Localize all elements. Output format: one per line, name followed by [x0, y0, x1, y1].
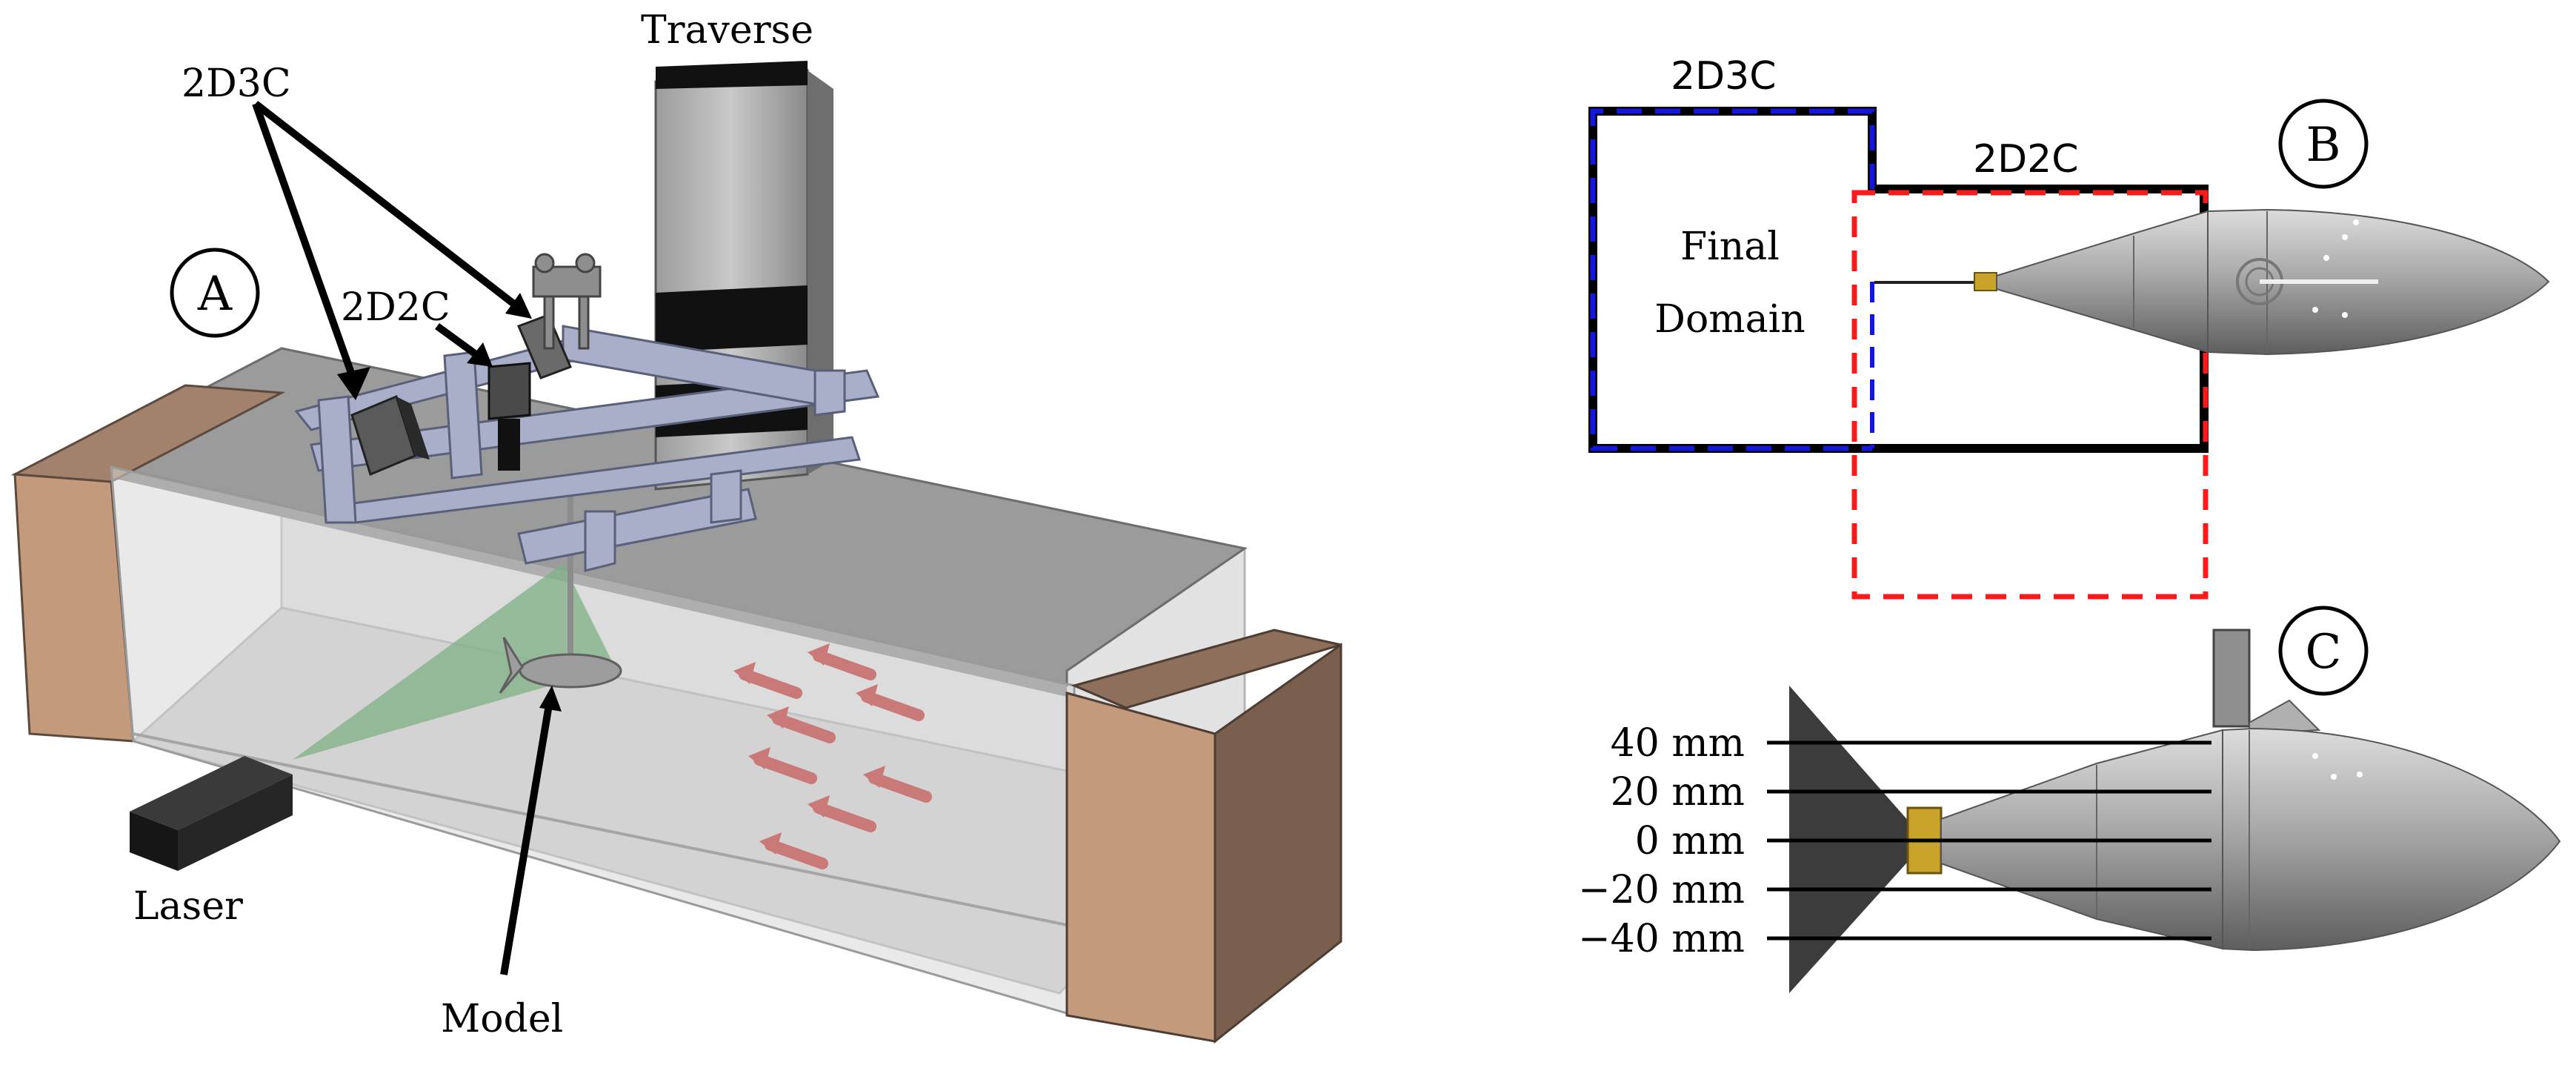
panel-c-marker-text: C [2306, 625, 2342, 680]
level-label-neg20: −20 mm [1578, 868, 1745, 912]
level-label-neg40: −40 mm [1578, 917, 1745, 961]
flow-arrows [733, 643, 932, 869]
laser-box [130, 756, 293, 871]
fov-2d2c [1851, 190, 2209, 600]
panel-b-marker-text: B [2306, 118, 2340, 173]
flow-arrow [748, 747, 817, 784]
traverse-frame [294, 325, 880, 572]
panel-a-marker-text: A [197, 267, 233, 322]
label-laser: Laser [133, 884, 243, 929]
fov-2d3c [1590, 108, 1875, 451]
traverse-mount [532, 253, 602, 350]
level-label-20: 20 mm [1611, 770, 1745, 815]
panel-c: 40 mm 20 mm 0 mm −20 mm −40 mm C [1578, 606, 2561, 993]
camera-2d2c [487, 362, 531, 471]
flow-arrow [856, 684, 925, 721]
flow-arrow [808, 795, 876, 832]
label-2d3c-domain: 2D3C [1671, 54, 1777, 99]
flow-arrow [759, 832, 828, 869]
level-label-0: 0 mm [1635, 819, 1745, 863]
laser-sheet [293, 563, 615, 760]
tunnel-glass-line [133, 732, 1075, 928]
tunnel-right-end-side [1214, 643, 1342, 1044]
tunnel-right-end-front [1065, 692, 1217, 1043]
flow-arrow [863, 766, 932, 803]
panel-c-marker: C [2278, 606, 2369, 696]
model-top-view [1874, 208, 2550, 356]
label-2d3c-cameras: 2D3C [182, 62, 291, 106]
flow-arrow [733, 662, 802, 699]
label-traverse: Traverse [641, 8, 813, 53]
level-label-40: 40 mm [1611, 721, 1745, 766]
model-strut [2212, 629, 2251, 728]
panel-b: 2D3C 2D2C Final Domain B [1588, 54, 2550, 600]
camera-2d3c-left [350, 394, 430, 477]
measurement-lines [1767, 740, 2211, 941]
label-2d2c-camera: 2D2C [341, 285, 450, 330]
traverse-column [654, 61, 833, 491]
fish-model [499, 482, 622, 694]
final-domain-label-line1: Final [1680, 225, 1780, 269]
label-model: Model [441, 997, 563, 1041]
flow-arrow [808, 643, 876, 680]
panel-a-marker: A [170, 248, 260, 338]
final-domain-label-line2: Domain [1654, 297, 1805, 342]
panel-b-marker: B [2278, 99, 2369, 189]
flow-arrow [767, 706, 836, 743]
label-arrows [252, 101, 562, 975]
panel-a: Traverse 2D3C 2D2C Laser Model A [10, 8, 1342, 1044]
label-2d2c-domain: 2D2C [1973, 137, 2079, 182]
